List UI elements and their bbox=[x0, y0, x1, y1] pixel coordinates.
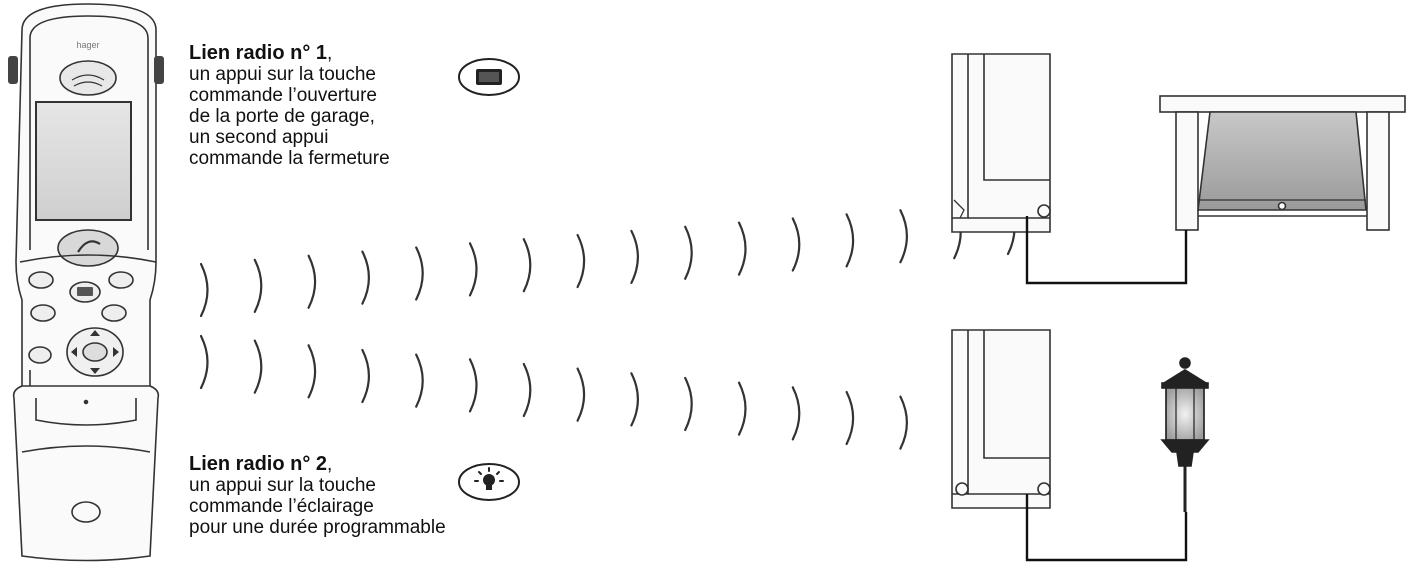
wave-link-1-arc-14 bbox=[899, 209, 908, 264]
wave-link-2-arc-9 bbox=[630, 372, 639, 427]
wire-receiver-1-to-garage bbox=[1025, 216, 1188, 285]
link-2-line-2: commande l’éclairage bbox=[189, 496, 374, 517]
wire-receiver-2-to-lantern bbox=[1025, 494, 1188, 562]
wave-link-1-arc-11 bbox=[737, 221, 747, 276]
remote-handset: hager bbox=[8, 3, 164, 393]
receiver-led-2b bbox=[1037, 482, 1051, 496]
key-1-icon bbox=[28, 271, 54, 289]
wave-link-2-arc-10 bbox=[684, 376, 693, 432]
wave-link-1-arc-12 bbox=[791, 217, 801, 272]
remote-screen bbox=[35, 101, 132, 221]
link-1-title-suffix: , bbox=[327, 43, 333, 64]
wave-link-2-arc-8 bbox=[576, 367, 586, 422]
wave-link-1-arc-6 bbox=[468, 242, 478, 297]
link-1-line-3: de la porte de garage, bbox=[189, 106, 375, 127]
radio-waves-link-2 bbox=[199, 334, 1016, 460]
wave-link-2-arc-2 bbox=[253, 339, 263, 394]
key-4-icon bbox=[101, 304, 127, 322]
call-key-icon bbox=[57, 229, 119, 267]
garage-door-key-icon bbox=[458, 58, 520, 96]
wave-link-1-arc-4 bbox=[361, 250, 370, 305]
wave-link-2-arc-14 bbox=[899, 395, 908, 450]
key-5-icon bbox=[28, 346, 52, 364]
wave-link-2-arc-5 bbox=[415, 353, 424, 408]
wave-link-2-arc-11 bbox=[737, 381, 747, 436]
speaker-icon bbox=[59, 60, 117, 96]
caption-link-1: Lien radio n° 1, un appui sur la touche … bbox=[189, 42, 390, 170]
wave-link-2-arc-6 bbox=[468, 358, 478, 413]
wave-link-2-arc-12 bbox=[791, 386, 801, 441]
wave-link-2-arc-1 bbox=[199, 334, 209, 390]
link-1-line-5: commande la fermeture bbox=[189, 148, 390, 169]
wave-link-1-arc-3 bbox=[307, 254, 317, 309]
caption-link-2: Lien radio n° 2, un appui sur la touche … bbox=[189, 453, 446, 539]
brand-label: hager bbox=[76, 40, 99, 50]
link-1-title: Lien radio n° 1 bbox=[189, 42, 328, 64]
lantern-icon bbox=[1160, 357, 1210, 512]
receiver-led-1 bbox=[1037, 204, 1051, 218]
wave-link-2-arc-13 bbox=[845, 390, 855, 446]
wave-link-2-arc-7 bbox=[522, 362, 532, 418]
wave-link-1-arc-10 bbox=[684, 225, 693, 280]
wave-link-1-arc-2 bbox=[253, 258, 263, 313]
receiver-module-1 bbox=[951, 53, 1051, 233]
radio-waves-link-1 bbox=[199, 200, 1016, 318]
wave-link-1-arc-9 bbox=[630, 229, 639, 285]
receiver-module-2 bbox=[951, 329, 1051, 509]
wave-link-1-arc-5 bbox=[415, 246, 424, 301]
wave-link-1-arc-8 bbox=[576, 233, 586, 289]
wave-link-1-arc-13 bbox=[845, 213, 855, 268]
link-1-line-2: commande l’ouverture bbox=[189, 85, 377, 106]
garage-door-icon bbox=[1159, 95, 1406, 231]
link-2-line-1: un appui sur la touche bbox=[189, 475, 376, 496]
link-1-line-4: un second appui bbox=[189, 127, 329, 148]
link-2-line-3: pour une durée programmable bbox=[189, 517, 446, 538]
light-bulb-key-icon bbox=[458, 463, 520, 501]
key-3-icon bbox=[30, 304, 56, 322]
link-2-title-suffix: , bbox=[327, 454, 333, 475]
charging-base bbox=[12, 385, 160, 562]
wave-link-2-arc-4 bbox=[361, 348, 370, 404]
wave-link-2-arc-3 bbox=[307, 344, 317, 399]
wave-link-1-arc-7 bbox=[522, 238, 532, 293]
link-2-title: Lien radio n° 2 bbox=[189, 453, 328, 475]
link-1-line-1: un appui sur la touche bbox=[189, 64, 376, 85]
wave-link-1-arc-1 bbox=[199, 262, 209, 318]
key-2-icon bbox=[108, 271, 134, 289]
receiver-led-2a bbox=[955, 482, 969, 496]
connection-wires bbox=[1025, 216, 1188, 562]
